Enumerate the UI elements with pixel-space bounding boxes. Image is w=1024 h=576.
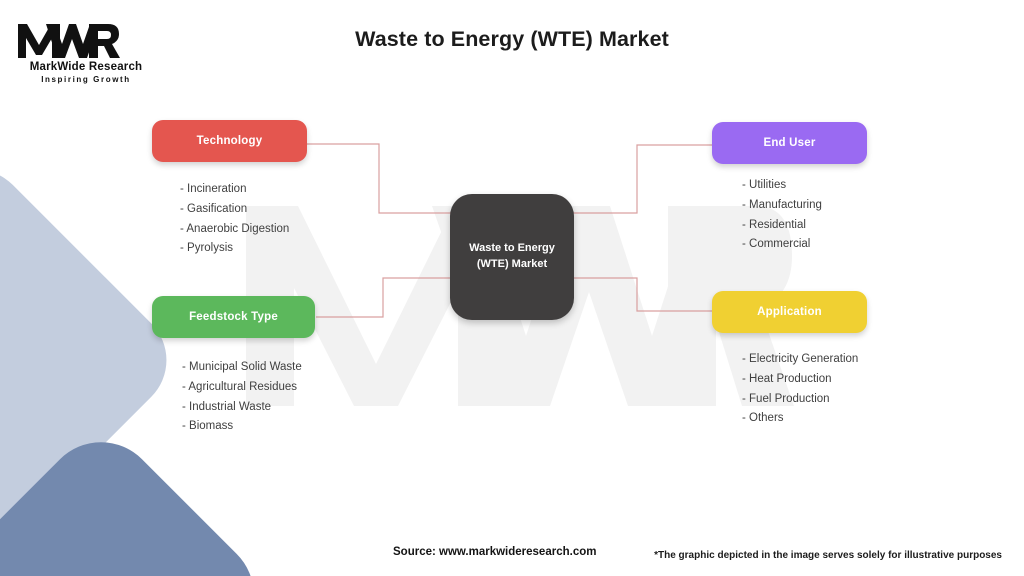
connector-application [572, 277, 712, 312]
list-item: - Manufacturing [742, 198, 822, 211]
category-application-title: Application [757, 306, 822, 318]
list-item: - Gasification [180, 202, 248, 215]
disclaimer-text: *The graphic depicted in the image serve… [654, 550, 1002, 561]
category-end-user-title: End User [763, 137, 816, 149]
list-item: - Anaerobic Digestion [180, 222, 290, 235]
list-item: - Fuel Production [742, 392, 830, 405]
category-end-user-header[interactable]: End User [712, 122, 867, 164]
list-item: - Industrial Waste [182, 400, 272, 413]
connector-feedstock [316, 277, 452, 318]
list-item: - Electricity Generation [742, 353, 859, 365]
page-title: Waste to Energy (WTE) Market [355, 27, 669, 51]
category-technology-list: - Incineration - Gasification - Anaerobi… [152, 180, 307, 259]
category-end-user: End User - Utilities - Manufacturing - R… [712, 122, 867, 255]
category-feedstock-type-list: - Municipal Solid Waste - Agricultural R… [152, 358, 315, 437]
brand-tagline: Inspiring Growth [41, 75, 131, 84]
list-item: - Others [742, 412, 784, 425]
list-item: - Heat Production [742, 372, 832, 385]
brand-name: MarkWide Research [29, 61, 143, 73]
list-item: - Biomass [182, 420, 234, 433]
category-technology-header[interactable]: Technology [152, 120, 307, 162]
category-feedstock-type: Feedstock Type - Municipal Solid Waste -… [152, 296, 315, 437]
source-label: Source: www.markwideresearch.com [393, 546, 597, 558]
brand-logo: MarkWide Research Inspiring Growth [16, 22, 156, 84]
center-node: Waste to Energy (WTE) Market [450, 194, 574, 320]
category-feedstock-type-title: Feedstock Type [189, 311, 278, 323]
category-application-header[interactable]: Application [712, 291, 867, 333]
center-node-label: Waste to Energy (WTE) Market [469, 242, 555, 270]
list-item: - Pyrolysis [180, 242, 234, 255]
list-item: - Incineration [180, 183, 247, 195]
connector-end-user [572, 144, 712, 214]
list-item: - Agricultural Residues [182, 380, 298, 393]
connector-technology [307, 143, 452, 214]
category-application: Application - Electricity Generation - H… [712, 291, 867, 429]
list-item: - Residential [742, 218, 806, 231]
mwr-logo-icon [18, 24, 120, 58]
list-item: - Municipal Solid Waste [182, 361, 302, 373]
category-technology: Technology - Incineration - Gasification… [152, 120, 307, 259]
category-feedstock-type-header[interactable]: Feedstock Type [152, 296, 315, 338]
category-end-user-list: - Utilities - Manufacturing - Residentia… [712, 176, 867, 255]
category-application-list: - Electricity Generation - Heat Producti… [712, 350, 867, 429]
list-item: - Utilities [742, 179, 787, 191]
list-item: - Commercial [742, 238, 811, 251]
category-technology-title: Technology [196, 135, 263, 147]
